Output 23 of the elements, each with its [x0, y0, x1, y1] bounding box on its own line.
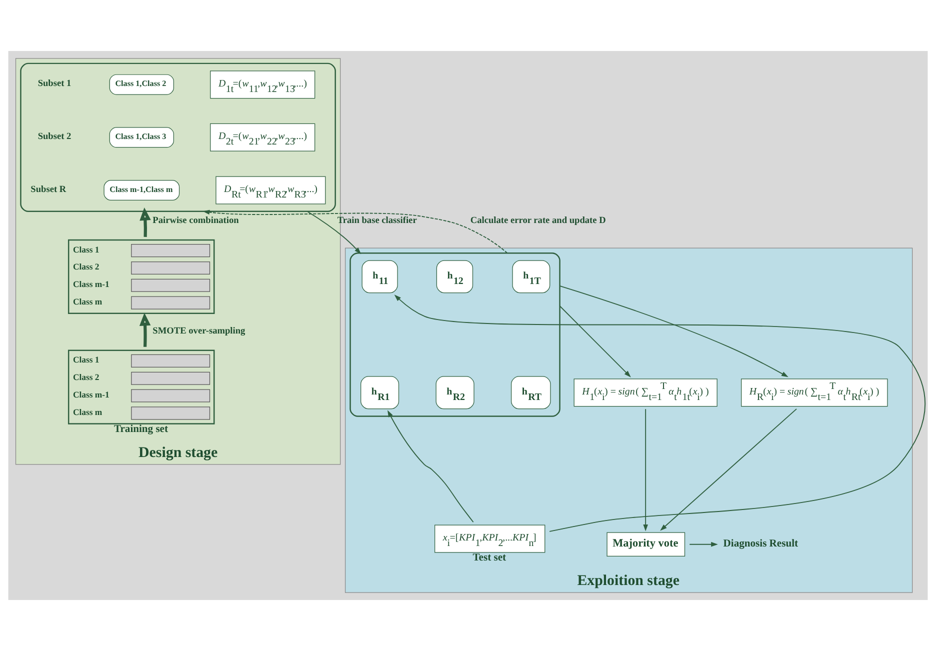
arrow: [643, 408, 648, 532]
arrow: [660, 408, 797, 531]
node-text: Diagnosis Result: [723, 538, 798, 550]
node-label: Training set: [114, 424, 168, 436]
node-box: Class 1 Class 2 Class m-1 Class m: [68, 350, 215, 424]
label: Subset 1: [38, 79, 72, 90]
arrow: [559, 306, 631, 378]
arrow: [689, 542, 718, 547]
arrow: [306, 210, 362, 254]
edge-label: SMOTE over-sampling: [152, 326, 246, 336]
node-label: Test set: [472, 552, 506, 564]
arrow: [394, 294, 926, 532]
edge-label: Calculate error rate and update D: [470, 216, 606, 226]
arrow: [387, 410, 474, 523]
arrow: [140, 208, 151, 237]
cluster: [20, 62, 336, 212]
label: Subset R: [30, 184, 66, 195]
node-box: Class 1 Class 2 Class m-1 Class m: [68, 239, 215, 314]
label: Subset 2: [38, 132, 72, 142]
arrow: [139, 312, 151, 347]
arrow: [559, 285, 788, 378]
edge-label: Pairwise combination: [152, 216, 239, 226]
arrow: [202, 210, 508, 254]
